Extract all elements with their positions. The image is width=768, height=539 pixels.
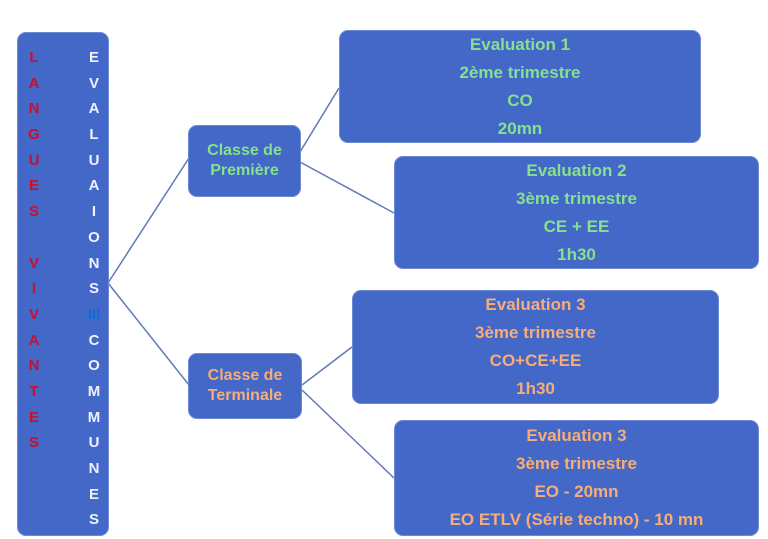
eval-period: 3ème trimestre — [516, 454, 637, 473]
letter: V — [28, 254, 39, 272]
letter: L — [29, 49, 39, 66]
connector-eval3b — [301, 389, 395, 479]
letter: O — [88, 357, 100, 375]
eval-duration: 20mn — [497, 118, 543, 138]
eval-duration: EO ETLV (Série techno) - 10 mn — [449, 510, 704, 529]
eval-skills: EO - 20mn — [534, 482, 619, 501]
letter: A — [88, 100, 100, 118]
eval-title: Evaluation 3 — [526, 426, 627, 445]
classe-terminale-box: Classe de Terminale — [188, 353, 302, 419]
eval-skills: CE + EE — [543, 216, 610, 236]
letter: U — [88, 151, 100, 169]
letter: V — [28, 305, 39, 323]
letter: S — [28, 434, 39, 452]
letter: N — [88, 254, 100, 272]
eval-period: 3ème trimestre — [475, 323, 596, 342]
letter: N — [28, 100, 40, 118]
letter: S — [88, 511, 99, 529]
eval-period: 2ème trimestre — [459, 62, 581, 82]
evaluation-2-box: Evaluation 2 3ème trimestre CE + EE 1h30 — [394, 156, 759, 269]
class-label-line1: Classe de — [207, 142, 282, 159]
eval-skills: CO — [507, 90, 533, 110]
class-label-line2: Terminale — [207, 387, 283, 404]
letter: V — [88, 74, 99, 92]
letter: O — [88, 228, 100, 246]
letter: L — [89, 126, 99, 144]
letter: M — [87, 382, 101, 400]
eval-duration: 1h30 — [557, 244, 596, 264]
letter: U — [28, 151, 40, 169]
connector-eval3a — [301, 346, 353, 386]
letter: S — [28, 203, 39, 221]
eval-title: Evaluation 1 — [469, 34, 571, 54]
letter: I — [91, 203, 97, 221]
letter: A — [28, 331, 40, 349]
eval-title: Evaluation 2 — [526, 160, 627, 180]
eval-duration: 1h30 — [516, 379, 555, 398]
class-label-line2: Première — [210, 162, 279, 179]
letter: T — [29, 382, 39, 400]
letter: C — [88, 331, 100, 349]
letter: I — [31, 280, 37, 298]
letter: III — [87, 305, 101, 323]
letter: N — [28, 357, 40, 375]
connector-eval1 — [299, 87, 340, 153]
letter: E — [28, 177, 39, 195]
connector-eval2 — [299, 161, 395, 214]
connector-terminale — [107, 282, 190, 386]
letter: N — [88, 460, 100, 477]
eval-title: Evaluation 3 — [485, 295, 586, 314]
letter: S — [88, 280, 99, 298]
classe-premiere-box: Classe de Première — [188, 125, 301, 197]
letter: E — [88, 485, 99, 503]
eval-period: 3ème trimestre — [516, 188, 637, 208]
class-label-line1: Classe de — [207, 367, 283, 384]
letter: A — [88, 177, 100, 195]
letter: A — [28, 74, 40, 92]
letter: G — [28, 126, 40, 144]
eval-skills: CO+CE+EE — [489, 351, 582, 370]
letter — [28, 225, 40, 251]
separator-text: III — [88, 302, 101, 328]
evaluation-1-box: Evaluation 1 2ème trimestre CO 20mn — [339, 30, 701, 143]
letter: E — [28, 408, 39, 426]
letter: E — [88, 49, 99, 66]
evaluation-3-oral-box: Evaluation 3 3ème trimestre EO - 20mn EO… — [394, 420, 759, 536]
letter: U — [88, 434, 100, 452]
evaluation-3-box: Evaluation 3 3ème trimestre CO+CE+EE 1h3… — [352, 290, 719, 404]
connector-premiere — [107, 157, 190, 284]
letter: M — [87, 408, 101, 426]
